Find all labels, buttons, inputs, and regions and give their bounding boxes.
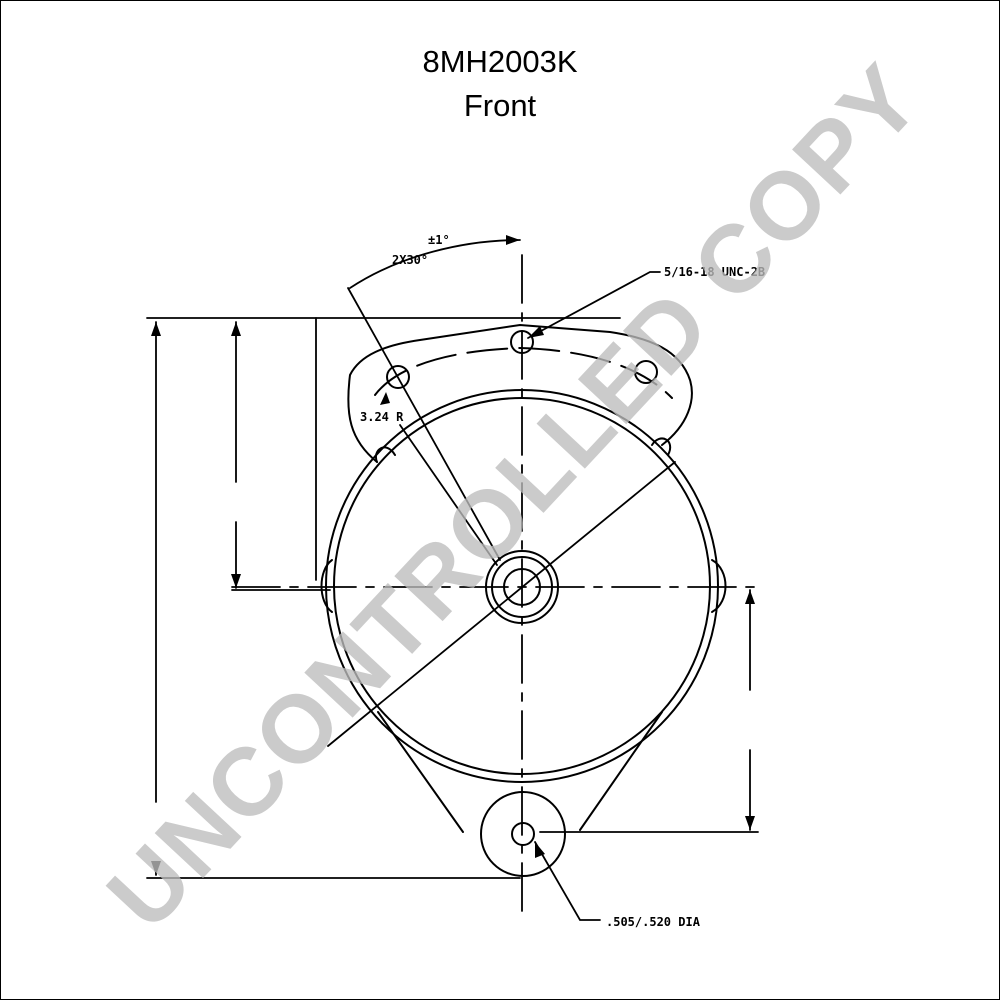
lower-lug-left bbox=[377, 711, 464, 833]
arrow-radius bbox=[380, 392, 390, 405]
arrow-dia bbox=[535, 842, 545, 858]
arrow-center-bottom bbox=[231, 574, 241, 588]
diagonal-center-line bbox=[327, 461, 676, 747]
angle-tolerance-label: ±1° bbox=[428, 233, 450, 247]
angle-label: 2X30° bbox=[392, 253, 428, 267]
view-label: Front bbox=[463, 88, 537, 123]
thread-label: 5/16-18 UNC-2B bbox=[664, 265, 765, 279]
right-notch bbox=[651, 437, 671, 456]
uncontrolled-copy-watermark: UNCONTROLLED COPY bbox=[87, 44, 941, 949]
lower-lug-right bbox=[579, 711, 663, 831]
arrow-center-top bbox=[231, 322, 241, 336]
angle-arc bbox=[349, 239, 521, 289]
top-mounting-ear bbox=[347, 323, 693, 463]
part-number-title: 8MH2003K bbox=[422, 44, 578, 79]
ear-hole-right bbox=[634, 360, 658, 384]
arrow-angle-end bbox=[506, 235, 520, 245]
pivot-hole bbox=[511, 822, 535, 846]
radius-label: 3.24 R bbox=[360, 410, 404, 424]
pivot-boss bbox=[480, 791, 566, 877]
thread-leader bbox=[527, 271, 661, 339]
arrowheads bbox=[151, 235, 755, 875]
arrow-overall-top bbox=[151, 322, 161, 336]
arrow-thread bbox=[528, 326, 544, 338]
hole-dia-label: .505/.520 DIA bbox=[606, 915, 701, 929]
dia-leader bbox=[534, 841, 601, 921]
ear-hole-left bbox=[386, 365, 410, 389]
arrow-right-bottom bbox=[745, 816, 755, 830]
radius-leader bbox=[399, 424, 498, 566]
arrow-overall-bottom bbox=[151, 861, 161, 875]
right-side-boss bbox=[711, 559, 727, 613]
left-notch bbox=[374, 446, 396, 463]
dimension-labels: ±1° 2X30° 5/16-18 UNC-2B 3.24 R .505/.52… bbox=[360, 233, 765, 929]
arrow-right-top bbox=[745, 590, 755, 604]
left-side-boss bbox=[320, 559, 333, 613]
drawing-linework bbox=[146, 239, 759, 921]
angle-line bbox=[347, 287, 501, 561]
